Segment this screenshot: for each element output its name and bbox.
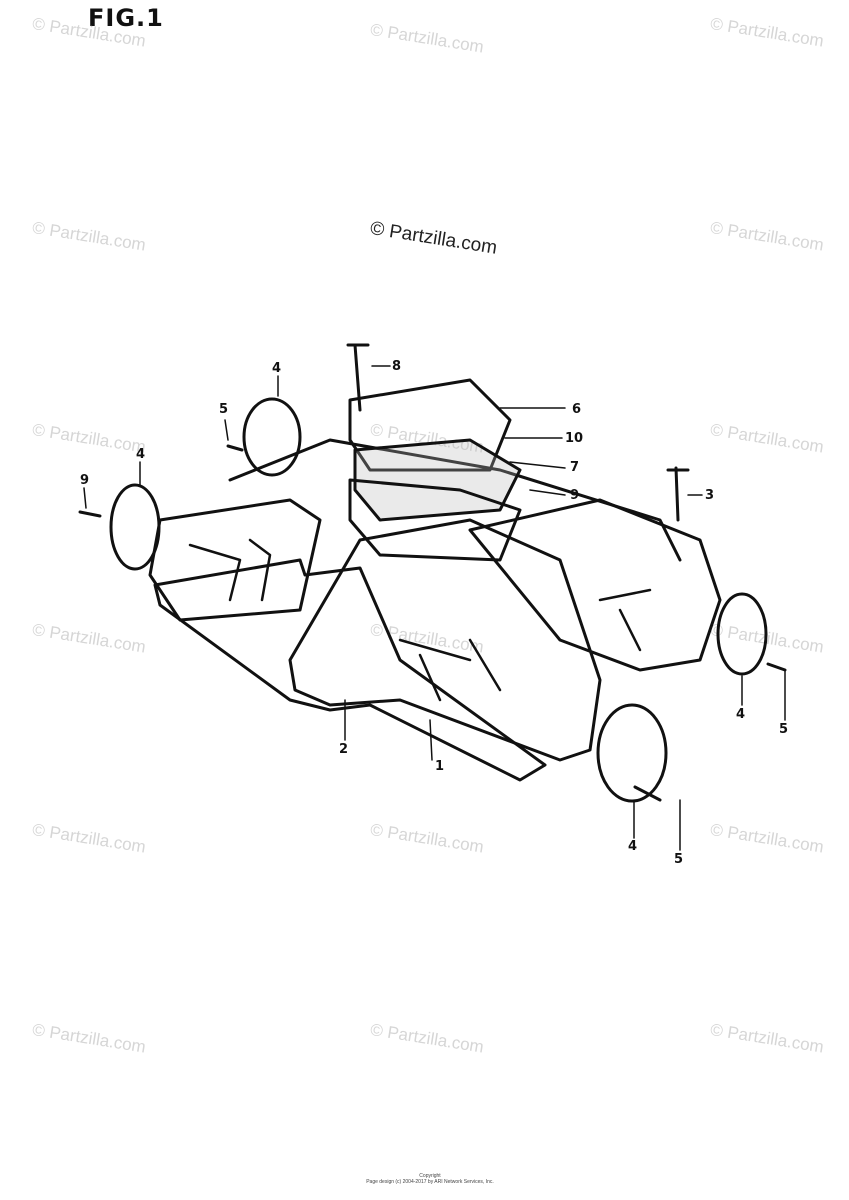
callout-7: 7 [570,460,579,475]
callout-10: 10 [565,431,583,446]
callout-6: 6 [572,402,581,417]
screw [78,444,244,518]
breather-base [348,478,522,562]
end-cap [109,483,161,571]
callout-5: 5 [779,722,788,737]
callout-9: 9 [570,488,579,503]
cover-ribs [188,538,652,702]
head-cover-center [288,518,602,762]
leader-lines [83,365,786,851]
callout-4: 4 [736,707,745,722]
callout-5: 5 [219,402,228,417]
callout-2: 2 [339,742,348,757]
head-cover-right [468,498,722,672]
breather-cover [348,378,512,472]
footer-page-design: Page design (c) 2004-2017 by ARI Network… [366,1179,494,1185]
end-cap [716,592,768,676]
figure-title: FIG.1 [88,4,164,32]
callout-3: 3 [705,488,714,503]
page-footer: Copyright Page design (c) 2004-2017 by A… [330,1173,530,1185]
breather-plate [353,438,522,522]
callout-4: 4 [136,447,145,462]
callout-4: 4 [272,361,281,376]
end-cap [596,703,668,803]
bolt [346,343,370,412]
callout-9: 9 [80,473,89,488]
screw [633,662,787,802]
callout-5: 5 [674,852,683,867]
footer-copyright: Copyright [419,1173,441,1179]
callout-1: 1 [435,759,444,774]
gasket-outline [153,558,547,782]
callout-4: 4 [628,839,637,854]
end-cap [242,397,302,477]
callout-8: 8 [392,359,401,374]
head-cover-left [148,498,322,622]
bolt [666,466,690,522]
